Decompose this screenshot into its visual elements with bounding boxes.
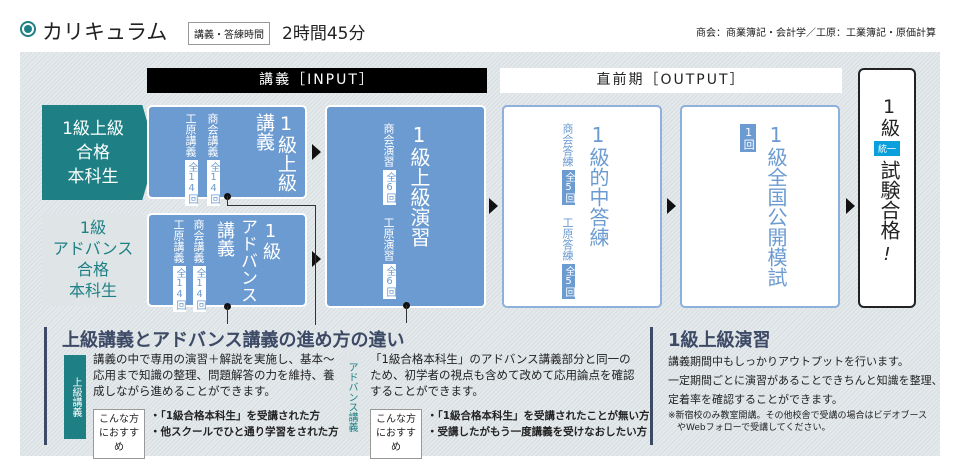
input-phase-bar: 講義［INPUT］ <box>147 68 487 93</box>
recommend-label: こんな方におすすめ <box>93 409 145 459</box>
exercise-description: 講義期間中もしっかりアウトプットを行います。一定期間ごとに演習があることできちん… <box>668 355 943 433</box>
course-upper-lecture: 1級上級講義 商会講義全14回 工原講義全14回 <box>147 105 307 206</box>
sub-course: 商会演習全6回工原演習全6回 <box>382 123 396 299</box>
target-upper: 1級上級合格本科生 <box>42 105 156 200</box>
goal-exam-pass: 1級 統一 試験合格 ! <box>858 68 916 308</box>
flow-arrow-icon <box>667 198 676 214</box>
connector-line <box>315 205 316 325</box>
target-advance: 1級アドバンス合格本科生 <box>42 213 156 306</box>
unified-badge: 統一 <box>873 141 900 156</box>
section-divider <box>650 327 653 445</box>
advance-description: 「1級合格本科生」のアドバンス講義部分と同一のため、初学者の視点も含めて改めて応… <box>370 352 635 398</box>
connector-line <box>227 196 228 205</box>
tag-advance: アドバンス講義 <box>341 354 361 439</box>
connector-line <box>406 305 407 323</box>
sub-course: 商会答練全5回工原答練全5回 <box>561 123 575 299</box>
flow-arrow-icon <box>312 251 321 267</box>
compare-title: 上級講義とアドバンス講義の進め方の違い <box>62 330 405 351</box>
output-phase-bar: 直前期［OUTPUT］ <box>500 68 842 93</box>
flow-arrow-icon <box>312 144 321 160</box>
sub-course: 商会講義全14回 <box>192 219 206 312</box>
connector-line <box>227 205 315 206</box>
course-mock-exercise: 1級的中答練 商会答練全5回工原答練全5回 <box>502 105 662 308</box>
tag-upper: 上級講義 <box>64 355 86 439</box>
header-bullet-icon <box>20 21 36 37</box>
section-divider <box>44 327 47 445</box>
advance-bullets: ・「1級合格本科生」を受講されたことが無い方・受講したがもう一度講義を受けなおし… <box>427 410 650 438</box>
flow-arrow-icon <box>489 198 498 214</box>
page-title: カリキュラム <box>42 20 168 44</box>
sub-course: 工原講義全14回 <box>184 113 198 206</box>
recommend-label: こんな方におすすめ <box>370 409 422 459</box>
course-national-mock: 1級全国公開模試 1回 <box>680 105 840 308</box>
connector-line <box>227 306 228 324</box>
course-title: 1級上級講義 <box>253 113 297 192</box>
course-upper-exercise: 1級上級演習 商会演習全6回工原演習全6回 <box>325 105 486 308</box>
sub-course: 工原講義全14回 <box>172 219 186 312</box>
time-badge: 講義・答練時間 <box>188 22 270 45</box>
upper-description: 講義の中で専用の演習＋解説を実施し、基本〜応用まで知識の整理、問題解答の力を維持… <box>93 352 335 398</box>
flow-arrow-icon <box>846 198 855 214</box>
abbrev-note: 商会：商業簿記・会計学／工原：工業簿記・原価計算 <box>696 28 936 39</box>
sub-course: 商会講義全14回 <box>206 113 220 206</box>
course-advance-lecture: 1級 アドバンス 講義 商会講義全14回 工原講義全14回 <box>147 213 307 312</box>
upper-bullets: ・「1級合格本科生」を受講された方・他スクールでひと通り学習をされた方 <box>150 410 339 438</box>
exercise-title: 1級上級演習 <box>668 330 771 351</box>
duration: 2時間45分 <box>282 24 366 44</box>
